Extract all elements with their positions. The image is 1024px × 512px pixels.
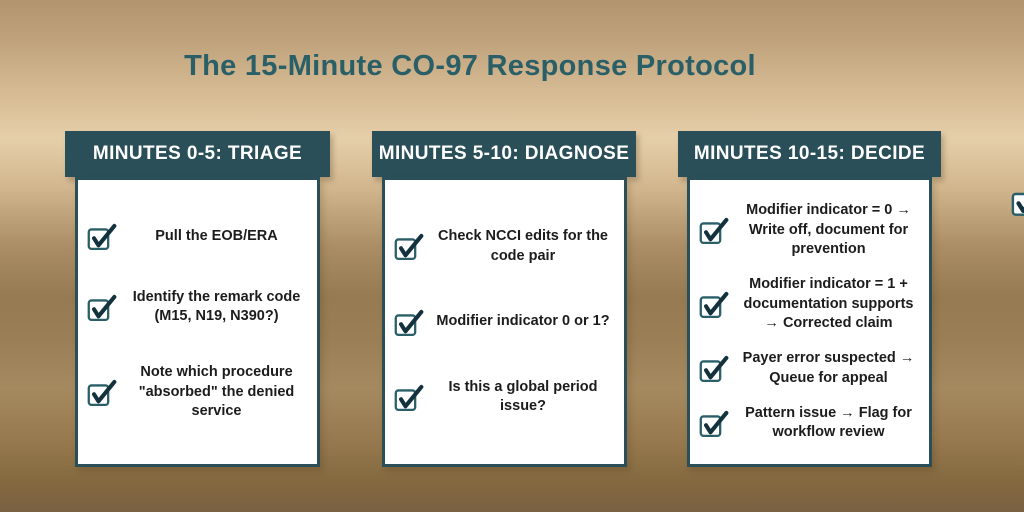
- checklist-item: Modifier indicator = 0 → Write off, docu…: [698, 201, 921, 260]
- checked-checkbox-icon: [393, 308, 425, 337]
- column-decide-header-label: MINUTES 10-15: DECIDE: [693, 143, 926, 164]
- checklist-item-label: Note which procedure "absorbed" the deni…: [138, 364, 295, 420]
- checklist-item-label: Modifier indicator 0 or 1?: [436, 313, 610, 330]
- checklist-item-label: Is this a global period issue?: [448, 378, 598, 415]
- diagnose-checklist-card: Check NCCI edits for the code pair Modif…: [381, 177, 627, 467]
- column-diagnose: MINUTES 5-10: DIAGNOSE Check NCCI edits …: [372, 131, 636, 467]
- checked-checkbox-icon: [698, 409, 730, 438]
- column-diagnose-header-label: MINUTES 5-10: DIAGNOSE: [378, 143, 630, 164]
- checked-checkbox-icon: [698, 354, 730, 383]
- checklist-item: Check NCCI edits for the code pair: [393, 227, 616, 266]
- column-diagnose-header: MINUTES 5-10: DIAGNOSE: [372, 131, 636, 177]
- checklist-item-label: Payer error suspected → Queue for appeal: [742, 350, 915, 386]
- checked-checkbox-icon: [393, 232, 425, 261]
- checklist-item-label: Check NCCI edits for the code pair: [438, 228, 608, 264]
- checked-checkbox-icon: [698, 216, 730, 245]
- column-triage-header-label: MINUTES 0-5: TRIAGE: [92, 143, 303, 164]
- checked-checkbox-icon: [86, 293, 118, 322]
- checklist-item-label: Pattern issue → Flag for workflow review: [745, 404, 912, 441]
- checked-checkbox-icon: [86, 378, 118, 407]
- checklist-item-label: Modifier indicator = 1 + documentation s…: [743, 276, 914, 332]
- column-decide: MINUTES 10-15: DECIDE Modifier indicator…: [678, 131, 941, 467]
- page-title: The 15-Minute CO-97 Response Protocol: [184, 50, 756, 82]
- checklist-item: Modifier indicator 0 or 1?: [393, 308, 616, 337]
- column-triage: MINUTES 0-5: TRIAGE Pull the EOB/ERA Ide…: [65, 131, 330, 467]
- checklist-item-label: Identify the remark code (M15, N19, N390…: [132, 288, 301, 325]
- checklist-item: Payer error suspected → Queue for appeal: [698, 349, 921, 388]
- checklist-item: Pattern issue → Flag for workflow review: [698, 404, 921, 443]
- triage-checklist-card: Pull the EOB/ERA Identify the remark cod…: [75, 177, 320, 467]
- checked-checkbox-icon: [393, 383, 425, 412]
- checklist-item-label: Modifier indicator = 0 → Write off, docu…: [746, 202, 911, 258]
- decide-checklist-card: Modifier indicator = 0 → Write off, docu…: [687, 177, 932, 467]
- checked-checkbox-icon-partial: [1011, 186, 1024, 218]
- checked-checkbox-icon: [698, 290, 730, 319]
- checklist-item: Identify the remark code (M15, N19, N390…: [86, 288, 309, 327]
- checklist-item: Note which procedure "absorbed" the deni…: [86, 363, 309, 422]
- column-triage-header: MINUTES 0-5: TRIAGE: [65, 131, 330, 177]
- checklist-item-label: Pull the EOB/ERA: [155, 228, 278, 245]
- checklist-item: Pull the EOB/ERA: [86, 222, 309, 251]
- checked-checkbox-icon: [86, 222, 118, 251]
- checklist-item: Modifier indicator = 1 + documentation s…: [698, 275, 921, 334]
- checklist-item: Is this a global period issue?: [393, 378, 616, 417]
- column-decide-header: MINUTES 10-15: DECIDE: [678, 131, 941, 177]
